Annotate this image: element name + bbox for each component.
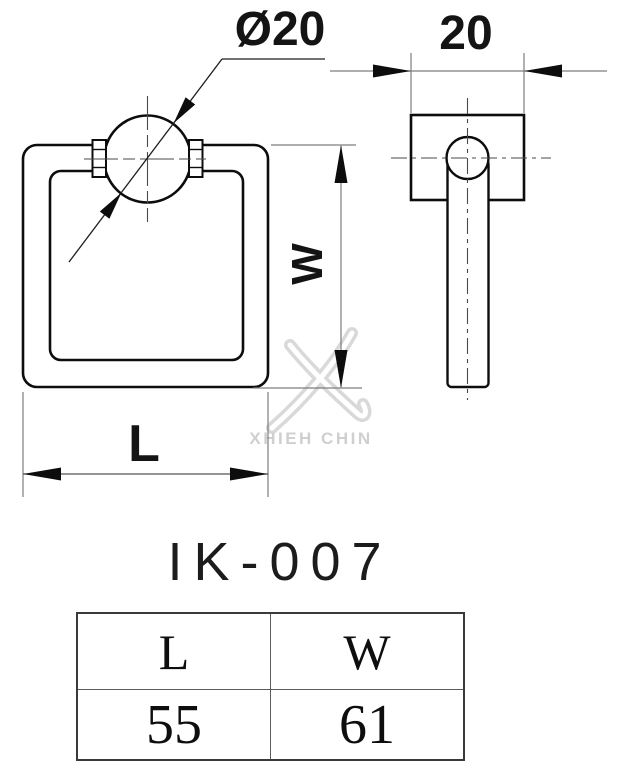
arrowhead xyxy=(173,97,196,124)
dimension-W: W xyxy=(253,144,362,389)
spec-header-L: L xyxy=(76,612,271,690)
l-dim-text: L xyxy=(128,415,160,473)
model-code: IK-007 xyxy=(167,532,393,592)
spec-table-value-row: 55 61 xyxy=(76,689,465,761)
knob-centerlines xyxy=(84,96,206,222)
arrowhead xyxy=(23,467,61,481)
side-view xyxy=(391,98,551,400)
spec-table-header-row: L W xyxy=(76,612,465,690)
spec-value-L: 55 xyxy=(76,689,271,761)
spec-value-W: 61 xyxy=(270,689,465,761)
dimension-diameter: Ø20 xyxy=(68,3,326,263)
dimension-L: L xyxy=(22,392,269,497)
w-dim-text: W xyxy=(283,243,332,285)
front-view xyxy=(21,96,270,389)
arrowhead xyxy=(99,192,122,219)
spec-header-W: W xyxy=(270,612,465,690)
arrowhead xyxy=(373,64,411,78)
arrowhead xyxy=(334,350,348,388)
spec-table: L W 55 61 xyxy=(76,612,465,761)
diameter-dim-text: Ø20 xyxy=(235,3,326,56)
arrowhead xyxy=(230,467,268,481)
watermark-logo xyxy=(266,327,372,434)
arrowhead xyxy=(334,145,348,183)
watermark-brand-text: XHIEH CHIN xyxy=(249,429,372,448)
dimension-20: 20 xyxy=(330,7,607,113)
arrowhead xyxy=(524,64,562,78)
side-width-dim-text: 20 xyxy=(439,7,492,60)
side-centerlines xyxy=(391,98,551,400)
